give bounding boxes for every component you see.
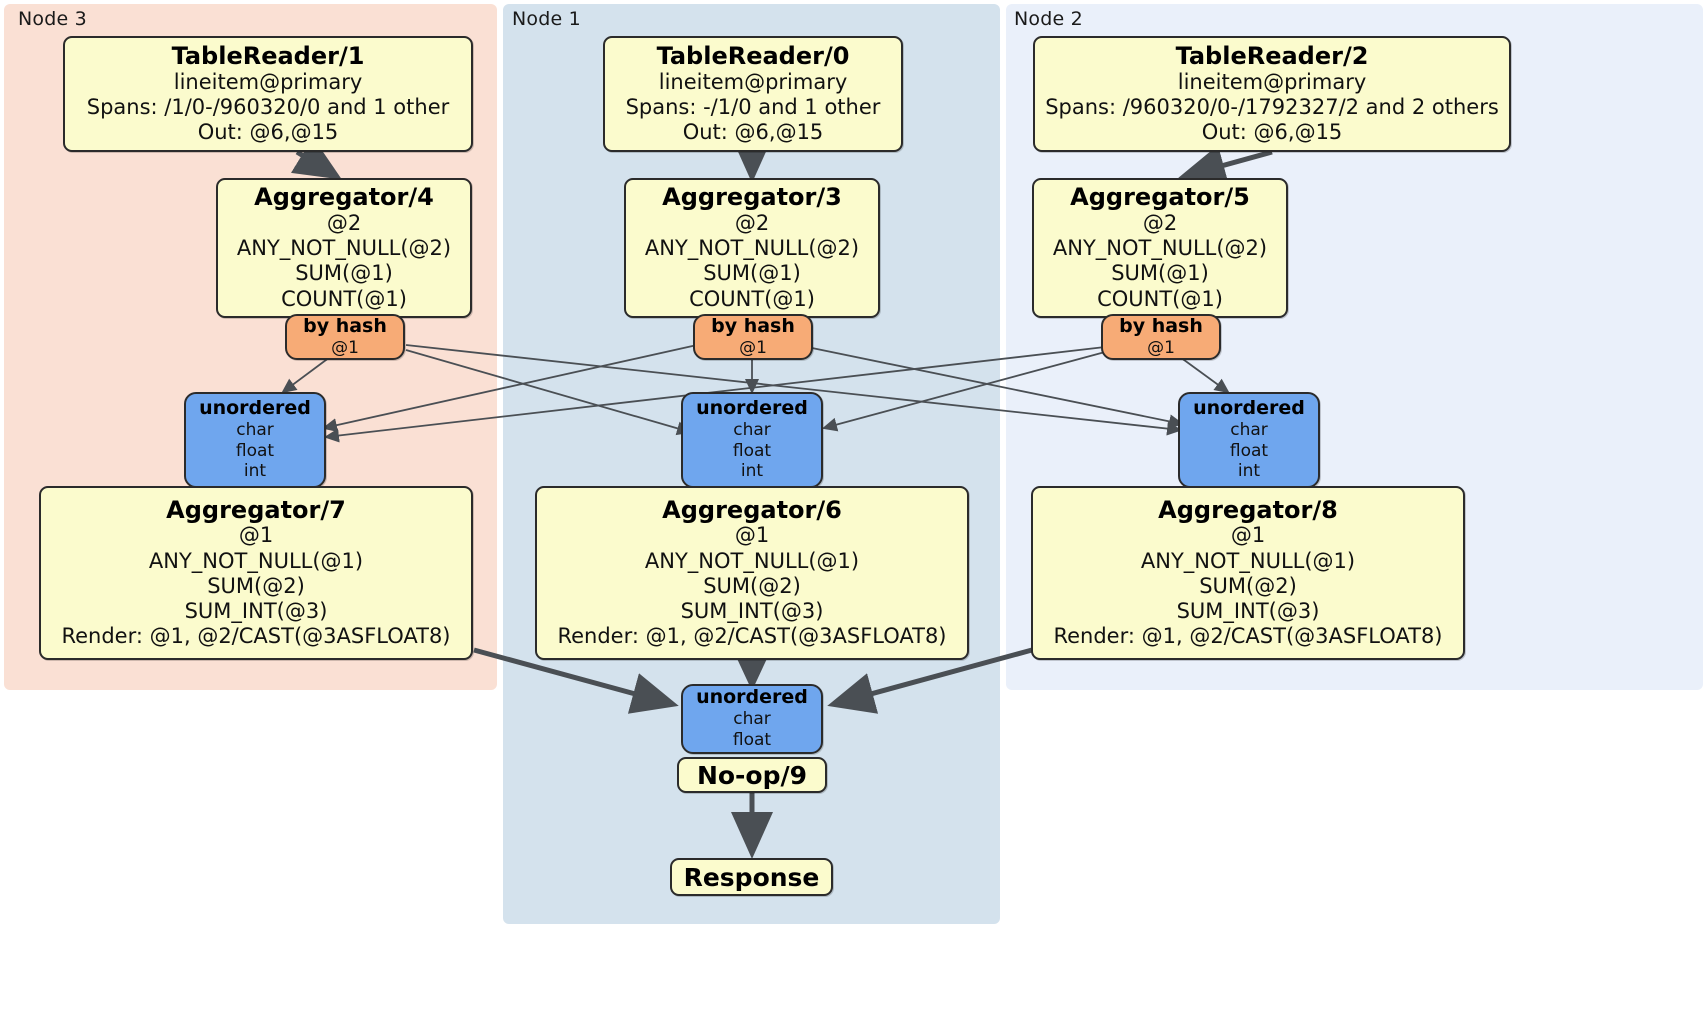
panel-label-node-1: Node 1 [512,8,581,30]
processor-aggregator-5[interactable]: Aggregator/5 @2 ANY_NOT_NULL(@2) SUM(@1)… [1032,178,1288,318]
processor-line: Out: @6,@15 [682,120,824,145]
processor-line: Spans: /1/0-/960320/0 and 1 other [86,94,450,119]
router-line: char [733,709,771,730]
router-line: char [236,419,274,440]
processor-title: Aggregator/8 [1158,495,1338,524]
router-by-hash-node3[interactable]: by hash @1 [285,314,405,360]
router-title: unordered [696,686,808,709]
processor-line: lineitem@primary [658,69,848,94]
processor-line: Render: @1, @2/CAST(@3ASFLOAT8) [61,624,451,649]
processor-line: Render: @1, @2/CAST(@3ASFLOAT8) [557,624,947,649]
processor-line: COUNT(@1) [281,286,407,311]
processor-line: Out: @6,@15 [1201,120,1343,145]
processor-response[interactable]: Response [670,858,833,896]
processor-line: ANY_NOT_NULL(@1) [644,548,860,573]
processor-line: Spans: /960320/0-/1792327/2 and 2 others [1045,94,1499,119]
processor-line: lineitem@primary [173,69,363,94]
router-line: char [733,419,771,440]
router-line: float [1229,440,1269,461]
processor-line: SUM(@2) [1199,573,1297,598]
panel-label-node-3: Node 3 [18,8,87,30]
processor-line: @2 [326,211,362,236]
processor-aggregator-7[interactable]: Aggregator/7 @1 ANY_NOT_NULL(@1) SUM(@2)… [39,486,473,660]
processor-line: @1 [238,523,274,548]
router-title: unordered [696,396,808,419]
router-title: by hash [303,314,387,337]
processor-line: COUNT(@1) [1097,286,1223,311]
processor-line: SUM(@2) [703,573,801,598]
processor-line: Render: @1, @2/CAST(@3ASFLOAT8) [1053,624,1443,649]
processor-title: Aggregator/7 [166,495,346,524]
processor-title: Aggregator/4 [254,183,434,212]
processor-title: TableReader/0 [656,41,850,70]
router-title: unordered [199,396,311,419]
router-title: unordered [1193,396,1305,419]
processor-title: No-op/9 [696,760,808,790]
processor-title: Response [683,862,820,892]
processor-line: SUM(@1) [703,261,801,286]
panel-label-node-2: Node 2 [1014,8,1083,30]
processor-noop-9[interactable]: No-op/9 [677,757,827,793]
processor-line: ANY_NOT_NULL(@1) [148,548,364,573]
processor-line: Out: @6,@15 [197,120,339,145]
processor-line: @1 [734,523,770,548]
processor-line: @2 [1142,211,1178,236]
router-line: int [740,461,764,482]
processor-tablereader-2[interactable]: TableReader/2 lineitem@primary Spans: /9… [1033,36,1511,152]
router-title: by hash [1119,314,1203,337]
router-by-hash-node1[interactable]: by hash @1 [693,314,813,360]
processor-title: Aggregator/6 [662,495,842,524]
router-unordered-node2[interactable]: unordered char float int [1178,392,1320,488]
processor-line: ANY_NOT_NULL(@1) [1140,548,1356,573]
processor-line: SUM_INT(@3) [1176,599,1320,624]
processor-line: COUNT(@1) [689,286,815,311]
router-unordered-node3[interactable]: unordered char float int [184,392,326,488]
processor-line: @2 [734,211,770,236]
router-unordered-final[interactable]: unordered char float [681,684,823,754]
router-line: int [1237,461,1261,482]
router-line: int [243,461,267,482]
router-line: float [235,440,275,461]
processor-aggregator-3[interactable]: Aggregator/3 @2 ANY_NOT_NULL(@2) SUM(@1)… [624,178,880,318]
processor-aggregator-4[interactable]: Aggregator/4 @2 ANY_NOT_NULL(@2) SUM(@1)… [216,178,472,318]
router-line: float [732,729,772,750]
processor-line: SUM(@2) [207,573,305,598]
router-line: float [732,440,772,461]
processor-tablereader-0[interactable]: TableReader/0 lineitem@primary Spans: -/… [603,36,903,152]
processor-line: lineitem@primary [1177,69,1367,94]
router-title: by hash [711,314,795,337]
processor-title: TableReader/2 [1175,41,1369,70]
processor-line: ANY_NOT_NULL(@2) [236,236,452,261]
router-line: @1 [331,337,359,358]
processor-line: SUM_INT(@3) [680,599,824,624]
processor-title: Aggregator/3 [662,183,842,212]
processor-line: ANY_NOT_NULL(@2) [644,236,860,261]
processor-tablereader-1[interactable]: TableReader/1 lineitem@primary Spans: /1… [63,36,473,152]
router-line: char [1230,419,1268,440]
router-line: @1 [1147,337,1175,358]
processor-title: TableReader/1 [171,41,365,70]
processor-line: SUM(@1) [295,261,393,286]
processor-title: Aggregator/5 [1070,183,1250,212]
processor-line: @1 [1230,523,1266,548]
router-by-hash-node2[interactable]: by hash @1 [1101,314,1221,360]
processor-aggregator-6[interactable]: Aggregator/6 @1 ANY_NOT_NULL(@1) SUM(@2)… [535,486,969,660]
processor-line: Spans: -/1/0 and 1 other [625,94,881,119]
processor-line: SUM_INT(@3) [184,599,328,624]
processor-line: SUM(@1) [1111,261,1209,286]
processor-aggregator-8[interactable]: Aggregator/8 @1 ANY_NOT_NULL(@1) SUM(@2)… [1031,486,1465,660]
router-unordered-node1[interactable]: unordered char float int [681,392,823,488]
processor-line: ANY_NOT_NULL(@2) [1052,236,1268,261]
router-line: @1 [739,337,767,358]
